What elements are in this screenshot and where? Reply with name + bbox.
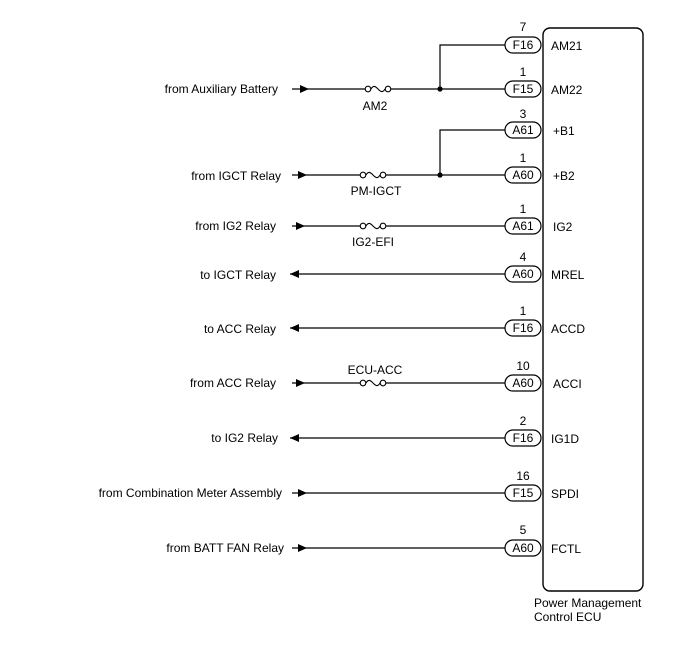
terminal-name: +B2 (553, 169, 575, 183)
pin-am21: 7 F16 AM21 (504, 20, 583, 54)
terminal-name: SPDI (551, 487, 579, 501)
fuse-label-am2: AM2 (363, 99, 388, 113)
pin-number: 3 (520, 107, 527, 121)
arrow-left-icon (290, 324, 299, 332)
pin-acci: 10 A60 ACCI (504, 359, 582, 392)
circuit-ig2-relay-out: to IG2 Relay (211, 431, 505, 445)
source-label-acc-relay-out: to ACC Relay (204, 322, 276, 336)
connector-code: A60 (512, 267, 534, 281)
connector-code: A61 (512, 219, 534, 233)
fuse-label-ig2-efi: IG2-EFI (352, 235, 394, 249)
connector-code: A60 (512, 376, 534, 390)
power-management-ecu-box (542, 27, 644, 592)
circuit-batt-fan-relay: from BATT FAN Relay (166, 541, 505, 555)
connector-pill (504, 319, 542, 337)
pin-number: 10 (516, 359, 530, 373)
pin-b2: 1 A60 +B2 (504, 151, 575, 184)
circuit-combination-meter: from Combination Meter Assembly (99, 486, 505, 500)
pin-number: 7 (520, 20, 527, 34)
pin-number: 4 (520, 250, 527, 264)
connector-code: A61 (512, 123, 534, 137)
fuse-ig2-efi-icon (359, 222, 387, 230)
circuit-igct-relay-in: from IGCT Relay PM-IGCT (191, 129, 505, 198)
circuit-auxiliary-battery: from Auxiliary Battery AM2 (165, 44, 505, 113)
source-label-igct-relay-in: from IGCT Relay (191, 169, 281, 183)
source-label-ig2-relay-out: to IG2 Relay (211, 431, 278, 445)
pin-number: 1 (520, 304, 527, 318)
terminal-name: FCTL (551, 542, 581, 556)
source-label-igct-relay-out: to IGCT Relay (200, 268, 276, 282)
pin-number: 16 (516, 469, 530, 483)
pin-b1: 3 A61 +B1 (504, 107, 575, 139)
pin-mrel: 4 A60 MREL (504, 250, 585, 283)
connector-code: A60 (512, 168, 534, 182)
pin-ig2: 1 A61 IG2 (504, 202, 573, 235)
fuse-label-ecu-acc: ECU-ACC (348, 363, 403, 377)
connector-pill (504, 484, 542, 502)
pin-fctl: 5 A60 FCTL (504, 523, 581, 557)
terminal-name: +B1 (553, 124, 575, 138)
pin-number: 2 (520, 414, 527, 428)
fuse-am2-icon (364, 85, 392, 93)
connector-pill (504, 121, 542, 139)
source-label-auxiliary-battery: from Auxiliary Battery (165, 82, 278, 96)
connector-pill (504, 429, 542, 447)
connector-pill (504, 166, 542, 184)
terminal-name: IG2 (553, 220, 573, 234)
connector-code: F15 (513, 486, 534, 500)
arrow-right-icon (300, 85, 309, 93)
circuit-acc-relay-out: to ACC Relay (204, 322, 505, 336)
pin-number: 1 (520, 65, 527, 79)
arrow-left-icon (290, 434, 299, 442)
connector-code: F15 (513, 82, 534, 96)
arrow-right-icon (296, 222, 305, 230)
pin-number: 5 (520, 523, 527, 537)
terminal-name: IG1D (551, 432, 579, 446)
source-label-acc-relay-in: from ACC Relay (190, 376, 276, 390)
pin-spdi: 16 F15 SPDI (504, 469, 579, 502)
connector-code: A60 (512, 541, 534, 555)
terminal-name: AM21 (551, 39, 583, 53)
circuit-acc-relay-in: from ACC Relay ECU-ACC (190, 363, 505, 390)
ecu-label-line1: Power Management (534, 596, 642, 610)
connector-pill (504, 217, 542, 235)
fuse-label-pm-igct: PM-IGCT (351, 184, 402, 198)
source-label-batt-fan-relay: from BATT FAN Relay (166, 541, 284, 555)
arrow-right-icon (298, 544, 307, 552)
circuit-igct-relay-out: to IGCT Relay (200, 268, 505, 282)
arrow-right-icon (298, 489, 307, 497)
fuse-pm-igct-icon (359, 171, 387, 179)
terminal-name: AM22 (551, 83, 583, 97)
pin-number: 1 (520, 151, 527, 165)
pin-accd: 1 F16 ACCD (504, 304, 585, 337)
terminal-name: MREL (551, 268, 585, 282)
connector-pill (504, 80, 542, 98)
fuse-ecu-acc-icon (359, 379, 387, 387)
circuit-ig2-relay-in: from IG2 Relay IG2-EFI (195, 219, 505, 249)
pin-ig1d: 2 F16 IG1D (504, 414, 579, 447)
arrow-left-icon (290, 270, 299, 278)
source-label-ig2-relay-in: from IG2 Relay (195, 219, 276, 233)
pin-number: 1 (520, 202, 527, 216)
connector-pill (504, 265, 542, 283)
arrow-right-icon (296, 379, 305, 387)
connector-pill (504, 374, 542, 392)
ecu-label-line2: Control ECU (534, 610, 601, 624)
connector-pill (504, 36, 542, 54)
connector-pill (504, 539, 542, 557)
connector-code: F16 (513, 321, 534, 335)
connector-code: F16 (513, 38, 534, 52)
terminal-name: ACCI (553, 377, 582, 391)
connector-code: F16 (513, 431, 534, 445)
source-label-combination-meter: from Combination Meter Assembly (99, 486, 282, 500)
arrow-right-icon (298, 171, 307, 179)
pin-am22: 1 F15 AM22 (504, 65, 583, 98)
terminal-name: ACCD (551, 322, 585, 336)
